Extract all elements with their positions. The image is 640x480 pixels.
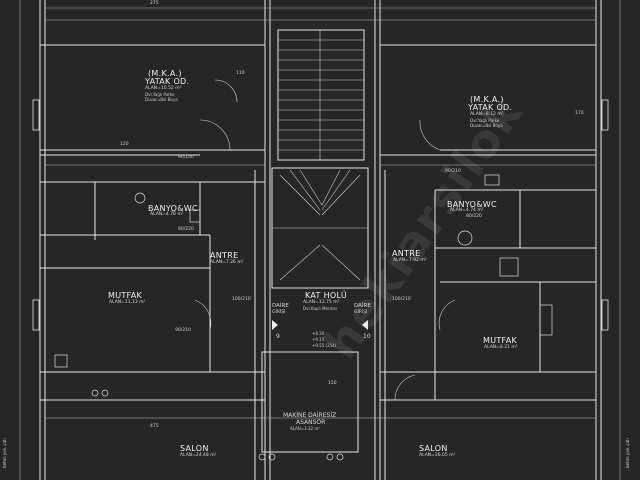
salon-right-area: ALAN=26.05 m² — [419, 453, 456, 458]
dim-4: 90/210 — [445, 169, 461, 174]
dim-3: 120 — [120, 142, 129, 147]
mka-right-line1: (M.K.A.) — [470, 95, 504, 104]
elevation-3: +9.55 (254) — [312, 343, 337, 348]
mutfak-right-area: ALAN=8.21 m² — [484, 345, 518, 350]
daire-right-sub: GİRİŞİ — [354, 310, 368, 315]
mka-right-spec: Dvr.Yağlı Parke — [470, 118, 500, 123]
side-label-left: beton yalı. çatı — [2, 438, 7, 468]
dim-8: 150 — [328, 381, 337, 386]
banyo-right-name: BANYO&WC — [447, 200, 497, 209]
dim-10: 80/220 — [466, 214, 482, 219]
makine-line1: MAKİNE DAİRESİZ — [283, 412, 337, 419]
dim-7: 90/210 — [175, 328, 191, 333]
elevation-1: +8.30 — [312, 331, 325, 336]
mka-left-name: YATAK OD. — [145, 77, 190, 86]
makine-area: ALAN=3.32 m² — [290, 426, 320, 431]
daire-left-num: 9 — [276, 333, 280, 340]
dim-11: 100/210 — [392, 297, 411, 302]
mutfak-right-name: MUTFAK — [483, 336, 518, 345]
dim-12: 110 — [236, 71, 245, 76]
dim-13: 170 — [575, 111, 584, 116]
entre-left-name: ANTRE — [210, 251, 239, 260]
mutfak-left-area: ALAN=11.13 m² — [109, 300, 146, 305]
daire-right-num: 10 — [363, 333, 371, 340]
salon-right-name: SALON — [419, 444, 448, 453]
makine-line2: ASANSÖR — [296, 419, 326, 426]
daire-left-name: DAİRE — [272, 303, 289, 309]
banyo-left-area: ALAN=4.78 m² — [150, 212, 184, 217]
entre-right-name: ANTRE — [392, 249, 421, 258]
dim-6: 100/210 — [232, 297, 251, 302]
mka-right-name: YATAK OD. — [468, 103, 513, 112]
salon-left-name: SALON — [180, 444, 209, 453]
dim-1: 275 — [150, 1, 159, 6]
dim-5: 80/220 — [178, 227, 194, 232]
kat-holu-spec: Dvr.Kaplı Mermer — [303, 306, 338, 311]
mka-left-area: ALAN=10.52 m² — [145, 86, 182, 91]
dim-2: 90/150 — [178, 155, 194, 160]
mka-right-spec2: Duvar=Bsl.Boya — [470, 123, 503, 128]
mka-right-area: ALAN=8.12 m² — [470, 112, 504, 117]
kat-holu-area: ALAN=13.75 m² — [303, 300, 340, 305]
mka-left-line1: (M.K.A.) — [148, 69, 182, 78]
elevation-2: +9.15 — [312, 337, 325, 342]
salon-left-area: ALAN=24.48 m² — [180, 453, 217, 458]
banyo-right-area: ALAN=4.74 m² — [450, 208, 484, 213]
side-label-right: beton yalı. çatı — [625, 438, 630, 468]
mka-left-spec: Dvr.Yağlı Parke — [145, 92, 175, 97]
daire-right-name: DAİRE — [354, 303, 371, 309]
banyo-left-name: BANYO&WC — [148, 204, 198, 213]
daire-left-sub: GİRİŞİ — [272, 310, 286, 315]
kat-holu-name: KAT HOLÜ — [305, 291, 348, 300]
mutfak-left-name: MUTFAK — [108, 291, 143, 300]
mka-left-spec2: Duvar=Bsl.Boya — [145, 97, 178, 102]
entre-left-area: ALAN=7.26 m² — [210, 260, 244, 265]
entre-right-area: ALAN=7.92 m² — [393, 258, 427, 263]
dim-9: 475 — [150, 424, 159, 429]
